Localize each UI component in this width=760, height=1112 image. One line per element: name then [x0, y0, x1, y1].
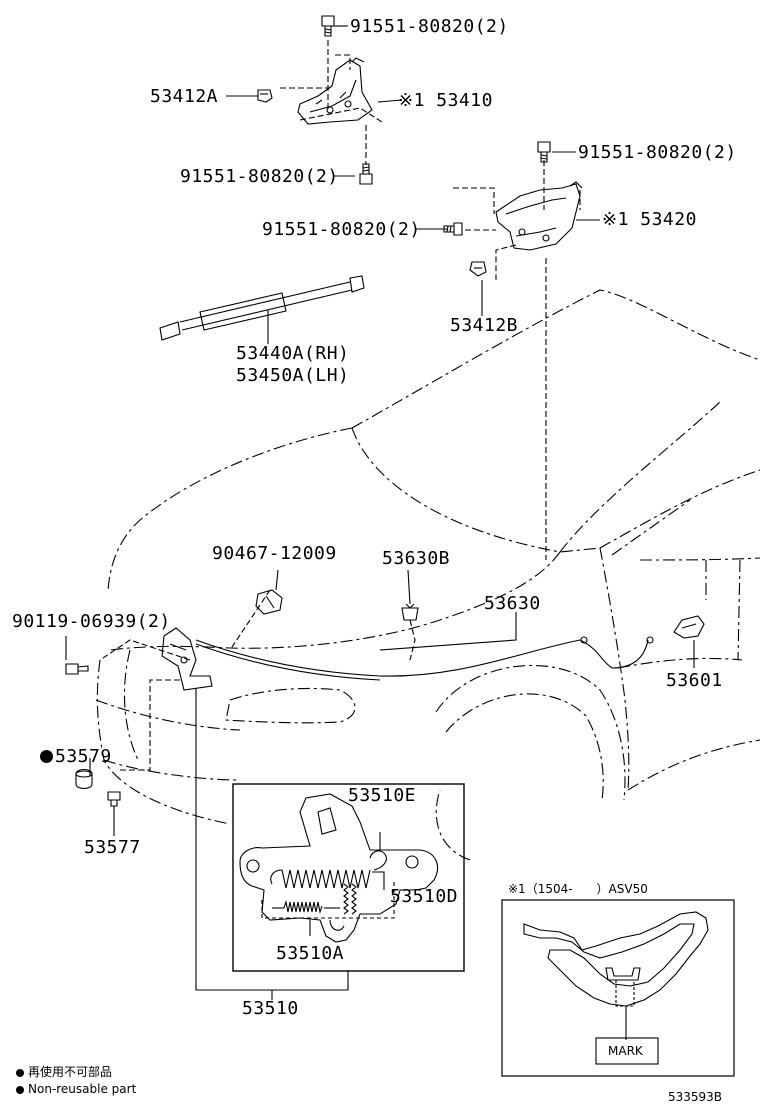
label-stopper-screw: 53577 — [84, 837, 141, 858]
label-bolt-top: 91551-80820(2) — [350, 16, 509, 37]
lock-detail-frame — [232, 783, 465, 972]
hood-stopper-icon — [75, 768, 93, 790]
label-lever: 53601 — [666, 670, 723, 691]
label-bolt-right-top: 91551-80820(2) — [578, 142, 737, 163]
leader-lines — [65, 25, 695, 1000]
release-lever-icon — [673, 615, 705, 639]
mark-box — [595, 1037, 659, 1065]
label-hinge-lh: ※1 53420 — [602, 209, 697, 230]
non-reusable-dot-icon — [40, 750, 53, 763]
bolt-right-mid-icon — [443, 222, 463, 236]
bullet-icon — [16, 1085, 24, 1094]
stopper-screw-icon — [107, 791, 121, 807]
dashed-leaders — [99, 40, 581, 771]
bolt-right-top-icon — [537, 141, 551, 163]
label-bolt-mid-left: 91551-80820(2) — [180, 166, 339, 187]
label-spring-a: 53510A — [276, 943, 345, 964]
label-hinge-rh: ※1 53410 — [398, 90, 493, 111]
lock-base-plate-icon — [239, 793, 438, 943]
label-clamp: 90467-12009 — [212, 543, 337, 564]
label-cushion-b: 53412B — [450, 315, 519, 336]
cushion-a-icon — [257, 89, 273, 103]
label-support-lh: 53450A(LH) — [236, 365, 350, 386]
inset-frame — [501, 899, 735, 1077]
drawing-code: 533593B — [668, 1090, 723, 1104]
inset-mark-label: MARK — [608, 1044, 643, 1058]
bullet-icon — [16, 1068, 24, 1077]
label-clip: 53630B — [382, 548, 451, 569]
latch-bolt-icon — [65, 663, 89, 675]
car-body-outline — [95, 289, 760, 861]
label-cable: 53630 — [484, 593, 541, 614]
release-cable-icon — [195, 636, 654, 681]
hood-lock-icon — [161, 627, 213, 691]
label-spring-e: 53510E — [348, 785, 417, 806]
bolt-mid-icon — [359, 163, 373, 185]
legend-en: Non-reusable part — [16, 1082, 136, 1096]
spring-d-icon — [343, 883, 357, 915]
label-support-rh: 53440A(RH) — [236, 343, 350, 364]
hood-support-strut-icon — [159, 275, 365, 341]
cushion-b-icon — [469, 261, 487, 277]
cable-clamp-icon — [255, 589, 283, 615]
hood-hinge-lh-icon — [495, 181, 583, 251]
inset-header: ※1（1504- ）ASV50 — [508, 882, 648, 896]
label-lock-assy: 53510 — [242, 998, 299, 1019]
label-bolt-right-mid: 91551-80820(2) — [262, 219, 421, 240]
spring-a-icon — [272, 899, 340, 915]
spring-e-icon — [270, 850, 387, 889]
bolt-top-icon — [321, 15, 335, 37]
spring-leaders — [261, 880, 395, 919]
cable-clip-icon — [401, 603, 419, 621]
legend-jp: 再使用不可部品 — [16, 1063, 112, 1080]
label-spring-d: 53510D — [390, 886, 459, 907]
label-cushion-a: 53412A — [150, 86, 219, 107]
label-latch-bolt: 90119-06939(2) — [12, 611, 171, 632]
hood-hinge-rh-icon — [297, 57, 373, 125]
hinge-mark-detail-icon — [523, 911, 709, 1040]
label-stopper: 53579 — [40, 747, 112, 767]
